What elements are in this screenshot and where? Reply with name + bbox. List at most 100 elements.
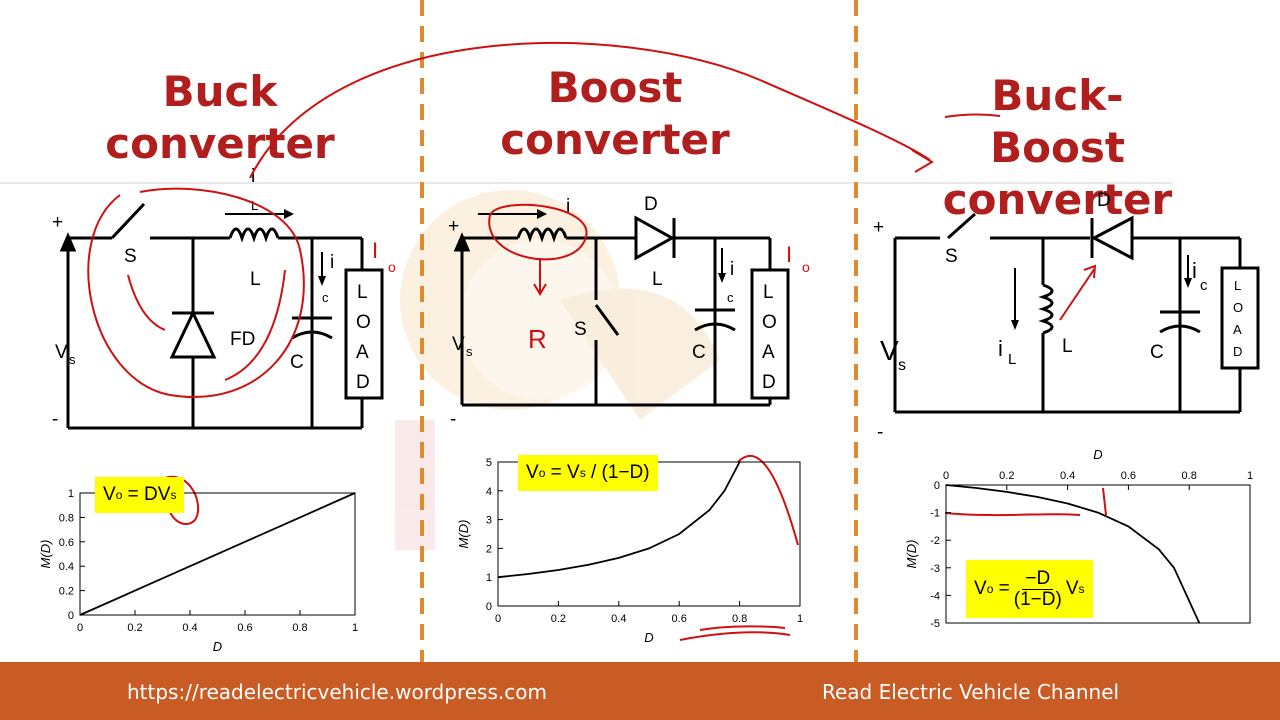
bb-formula-num: −D — [1022, 568, 1054, 590]
x-tick-label: 0 — [943, 470, 949, 482]
annotation-buck-arrow-b — [224, 269, 286, 381]
x-axis-label: D — [213, 639, 222, 654]
chart-frame — [79, 492, 356, 616]
bb-cap-curve — [1159, 324, 1201, 334]
x-tick-label: 0 — [495, 613, 501, 625]
series-line — [79, 492, 356, 616]
bb-cap-label: C — [1150, 342, 1164, 363]
series-point — [708, 509, 711, 511]
series-point — [244, 541, 246, 543]
boost-output-current-sub: o — [802, 259, 810, 275]
buckboost-title-line1: Buck-Boost — [990, 71, 1125, 172]
buck-current-label: i — [251, 166, 255, 187]
buck-title-line2: converter — [105, 119, 335, 168]
y-tick-label: 5 — [486, 457, 492, 469]
series-point — [1067, 502, 1069, 505]
buck-source-arrow — [59, 232, 77, 252]
annotation-arc-arrow — [249, 42, 931, 179]
x-tick-label: 0.2 — [999, 470, 1014, 482]
x-tick-label: 0.2 — [551, 613, 566, 625]
y-tick-label: 3 — [486, 515, 492, 527]
y-tick-label: 2 — [486, 543, 492, 555]
annotation-boost-underline — [679, 625, 791, 641]
y-axis-label: M(D) — [456, 520, 471, 549]
boost-source-arrow — [453, 232, 471, 252]
bb-minus: - — [877, 422, 883, 443]
annotation-buck-arrow-a — [127, 274, 166, 331]
bb-formula-rhs: V — [1065, 578, 1079, 599]
y-tick-label: 0.6 — [59, 537, 74, 549]
bb-source-sub: s — [898, 357, 906, 374]
y-tick-label: 0.8 — [59, 512, 74, 524]
buck-source-label: V — [55, 342, 68, 363]
x-axis-label: D — [1093, 447, 1102, 462]
annotation-boost-arrow — [533, 258, 547, 296]
series-point — [588, 564, 590, 566]
boost-source-label: V — [452, 334, 465, 355]
boost-diode-label: D — [644, 194, 658, 215]
x-tick-label: 0.4 — [1060, 470, 1075, 482]
bb-switch — [947, 212, 976, 240]
series-line — [945, 484, 1201, 624]
bb-formula-fraction: −D(1−D) — [1013, 568, 1062, 610]
series-point — [739, 461, 741, 463]
boost-output-current: I — [786, 242, 792, 267]
bb-inductor-label: L — [1062, 336, 1073, 357]
boost-r-annotation: R — [528, 324, 547, 354]
bb-formula-rhs-sub: s — [1078, 582, 1085, 596]
y-tick-label: -3 — [930, 563, 940, 575]
buck-source-sub: s — [69, 352, 76, 367]
series-line — [497, 461, 741, 579]
x-tick-label: 0.6 — [237, 622, 252, 634]
boost-switch-label: S — [574, 319, 587, 340]
buck-inductor-label: L — [250, 269, 261, 290]
boost-cap-arrowhead — [718, 273, 726, 283]
x-tick-label: 0 — [77, 622, 83, 634]
x-tick-label: 0.2 — [127, 622, 142, 634]
series-point — [1127, 525, 1129, 528]
annotation-boost-loop — [488, 203, 588, 261]
x-tick-label: 0.6 — [1121, 470, 1136, 482]
y-axis-label: M(D) — [904, 540, 919, 569]
bb-cap-current-sub: c — [1200, 277, 1208, 294]
y-tick-label: 0 — [934, 480, 940, 492]
series-point — [79, 614, 81, 616]
series-point — [527, 573, 529, 575]
converter-diagram: + - S i L L FD C i c V s L O A D — [0, 0, 1260, 662]
boost-formula-lhs-sub: o — [538, 466, 546, 480]
bb-load-o: O — [1233, 300, 1243, 315]
boost-load — [750, 268, 790, 400]
series-point — [134, 590, 136, 592]
y-tick-label: 4 — [486, 486, 492, 498]
buck-switch — [110, 202, 146, 240]
series-point — [1097, 511, 1099, 514]
boost-current-label: i — [566, 196, 570, 217]
footer-url[interactable]: https://readelectricvehicle.wordpress.co… — [127, 680, 547, 704]
bb-formula-den: (1−D) — [1013, 588, 1062, 610]
y-tick-label: 1 — [68, 488, 74, 500]
boost-load-o: O — [762, 312, 777, 333]
series-point — [618, 557, 620, 559]
y-tick-label: 0.2 — [59, 586, 74, 598]
buck-diode-label: FD — [230, 329, 255, 350]
red-annotation-text: I o I o R — [372, 238, 810, 354]
boost-cap-label: C — [692, 342, 706, 363]
annotation-arc-arrowhead — [911, 149, 934, 173]
series-point — [1158, 548, 1160, 550]
bb-formula-lhs: V — [974, 578, 987, 599]
boost-formula-lhs: V — [526, 462, 539, 483]
bb-load-l: L — [1234, 278, 1241, 293]
series-point — [1006, 491, 1008, 493]
annotation-bb-arrow — [1059, 264, 1097, 321]
series-point — [1173, 567, 1175, 569]
buck-formula-lhs-sub: o — [115, 488, 123, 502]
y-axis-label: M(D) — [38, 540, 53, 569]
bb-load-d: D — [1233, 344, 1242, 359]
x-tick-label: 0.4 — [182, 622, 197, 634]
series-point — [1036, 496, 1038, 498]
annotation-boost-peak — [737, 455, 799, 546]
boost-formula-mid-sub: s — [579, 466, 586, 480]
bb-load-a: A — [1233, 322, 1242, 337]
buck-minus: - — [52, 409, 58, 430]
